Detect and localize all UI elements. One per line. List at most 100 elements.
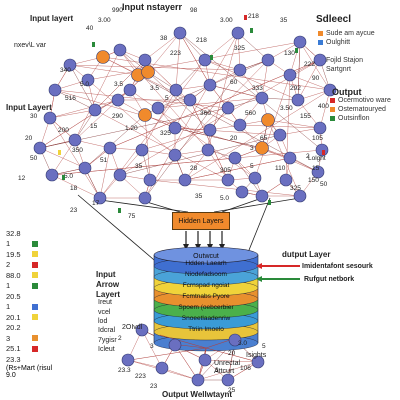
node-blue bbox=[156, 362, 168, 374]
node-value-label: 1.20 bbox=[125, 125, 138, 132]
input-arrow-item: lod bbox=[98, 318, 107, 325]
scale-row: 19.5 bbox=[6, 249, 52, 260]
node-blue bbox=[69, 134, 81, 146]
node-value-label: 3.0 bbox=[238, 340, 247, 347]
node-value-label: 223 bbox=[135, 373, 146, 380]
scale-swatch bbox=[32, 262, 38, 268]
node-blue bbox=[112, 94, 124, 106]
node-value-label: 110 bbox=[275, 165, 286, 172]
node-value-label: 40 bbox=[86, 25, 94, 32]
node-blue bbox=[199, 354, 211, 366]
node-value-label: 20 bbox=[228, 350, 236, 357]
network-edge bbox=[148, 72, 210, 130]
node-value-label: 3 bbox=[250, 145, 254, 152]
legend-item-label: Ocermotivo ware bbox=[338, 97, 391, 104]
node-value-label: 218 bbox=[196, 37, 207, 44]
side-value: 2OIvdl bbox=[122, 324, 142, 331]
scale-swatch bbox=[32, 283, 38, 289]
sights-label: Isights bbox=[246, 352, 266, 359]
arrow-label-red: Imidentafont sesourk bbox=[302, 263, 373, 270]
node-blue bbox=[204, 124, 216, 136]
scale-value: 3 bbox=[6, 334, 28, 343]
scale-swatch bbox=[32, 335, 38, 341]
scale-value: 20.5 bbox=[6, 292, 28, 301]
node-value-label: 222 bbox=[304, 61, 315, 68]
legend-item-label: Ostematouryed bbox=[338, 106, 386, 113]
scale-value: 1 bbox=[6, 302, 28, 311]
node-blue bbox=[234, 119, 246, 131]
scale-row: 3 bbox=[6, 333, 52, 344]
left-scale: 32.8119.5288.0120.5120.120.2325.123.3(Rs… bbox=[6, 228, 52, 379]
node-value-label: 3.00 bbox=[220, 17, 233, 24]
node-blue bbox=[236, 186, 248, 198]
node-value-label: 15 bbox=[312, 165, 320, 172]
node-blue bbox=[222, 102, 234, 114]
node-value-label: 23 bbox=[150, 383, 158, 390]
scale-row: 20.5 bbox=[6, 291, 52, 302]
scale-row: 1 bbox=[6, 302, 52, 313]
legend-swatch bbox=[318, 40, 323, 45]
scale-value: 88.0 bbox=[6, 271, 28, 280]
scale-row: 2 bbox=[6, 260, 52, 271]
node-value-label: 15 bbox=[90, 123, 98, 130]
node-blue bbox=[152, 102, 164, 114]
node-value-label: 3.5 bbox=[150, 85, 159, 92]
node-value-label: 360 bbox=[200, 110, 211, 117]
legend-select-title: Sdleecl bbox=[316, 14, 351, 25]
node-value-label: 20 bbox=[230, 135, 238, 142]
node-value-label: 98 bbox=[190, 7, 198, 14]
node-value-label: 325 bbox=[160, 130, 171, 137]
node-blue bbox=[46, 169, 58, 181]
node-orange bbox=[262, 114, 275, 127]
input-layer-label-top: Input layert bbox=[30, 14, 73, 23]
color-marker bbox=[92, 42, 95, 47]
color-marker bbox=[250, 28, 253, 33]
cylinder-top-label: Outwcut bbox=[193, 253, 219, 260]
node-blue bbox=[249, 172, 261, 184]
node-value-label: 350 bbox=[72, 147, 83, 154]
node-value-label: 105 bbox=[312, 135, 323, 142]
node-value-label: 38 bbox=[160, 35, 168, 42]
node-blue bbox=[144, 174, 156, 186]
node-value-label: 325 bbox=[234, 45, 245, 52]
scale-row: 25.1 bbox=[6, 344, 52, 355]
network-edge bbox=[100, 148, 110, 198]
node-blue bbox=[169, 149, 181, 161]
input-layer-label-mid: Input Layert bbox=[6, 103, 52, 112]
node-blue bbox=[89, 104, 101, 116]
input-arrow-item: 7ygisr bbox=[98, 337, 117, 344]
node-value-label: 155 bbox=[300, 113, 311, 120]
node-value-label: 516 bbox=[65, 95, 76, 102]
scale-value: 20.1 bbox=[6, 313, 28, 322]
node-orange bbox=[97, 51, 110, 64]
network-edge bbox=[130, 348, 206, 360]
input-arrow-item: Icleut bbox=[98, 346, 115, 353]
node-value-label: 75 bbox=[128, 213, 136, 220]
node-orange bbox=[142, 66, 155, 79]
node-value-label: 35 bbox=[195, 193, 203, 200]
legend-swatch bbox=[330, 116, 335, 121]
node-blue bbox=[274, 129, 286, 141]
node-value-label: 17 bbox=[92, 200, 100, 207]
color-marker bbox=[210, 55, 213, 60]
node-blue bbox=[314, 122, 326, 134]
node-value-label: 50 bbox=[30, 155, 38, 162]
network-edge bbox=[70, 65, 240, 70]
color-marker bbox=[118, 208, 121, 213]
color-marker bbox=[244, 15, 247, 20]
node-blue bbox=[136, 144, 148, 156]
output-layer-title: dutput Layer bbox=[282, 250, 330, 259]
node-value-label: 150 bbox=[308, 177, 319, 184]
input-arrow-item: vcel bbox=[98, 309, 110, 316]
legend-item-label: Fojld Stajon bbox=[326, 57, 363, 64]
network-edge bbox=[75, 50, 120, 140]
node-value-label: 5.0 bbox=[220, 195, 229, 202]
node-value-label: 290 bbox=[112, 113, 123, 120]
node-value-label: 325 bbox=[290, 185, 301, 192]
scale-value: 2 bbox=[6, 260, 28, 269]
color-marker bbox=[268, 200, 271, 205]
node-blue bbox=[229, 152, 241, 164]
unrectal-label: Unrectal Attcurt bbox=[214, 360, 240, 376]
scale-row: 32.8 bbox=[6, 228, 52, 239]
node-blue bbox=[294, 36, 306, 48]
